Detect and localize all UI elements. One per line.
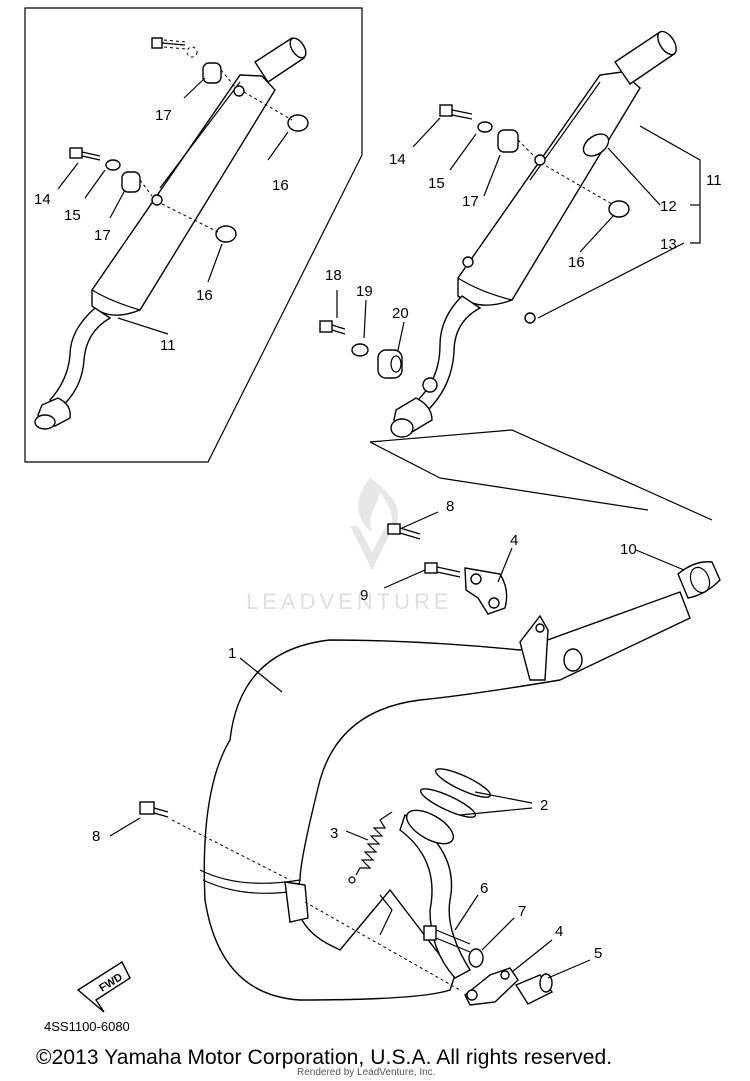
fwd-arrow: FWD — [76, 960, 131, 1013]
callout-15: 15 — [428, 175, 445, 192]
watermark-text: LEADVENTURE — [246, 589, 453, 614]
callout-1: 1 — [228, 645, 236, 662]
lower-hardware — [139, 801, 554, 1006]
callout-4: 4 — [555, 923, 563, 940]
rendered-by: Rendered by LeadVenture, Inc. — [297, 1067, 436, 1078]
callout-8: 8 — [446, 498, 454, 515]
callout-2: 2 — [540, 797, 548, 814]
joint-spring — [677, 561, 721, 599]
muffler-fasteners — [439, 104, 630, 324]
inset-frame — [24, 7, 363, 463]
callout-6: 6 — [480, 880, 488, 897]
copyright-notice: ©2013 Yamaha Motor Corporation, U.S.A. A… — [36, 1046, 613, 1069]
gaskets — [419, 768, 492, 818]
callout-18: 18 — [325, 267, 342, 284]
inset-bolt-top — [151, 37, 237, 89]
callout-17: 17 — [462, 193, 479, 210]
callout-10: 10 — [620, 541, 637, 558]
callout-4: 4 — [510, 532, 518, 549]
callout-16: 16 — [568, 254, 585, 271]
callout-9: 9 — [360, 587, 368, 604]
muffler — [390, 30, 677, 438]
callout-8: 8 — [92, 828, 100, 845]
callouts: 17 16 14 15 17 16 11 14 15 17 16 11 12 1… — [34, 107, 722, 962]
callout-19: 19 — [356, 283, 373, 300]
callout-7: 7 — [518, 903, 526, 920]
bracket-mount — [319, 320, 403, 379]
diagram-code: 4SS1100-6080 — [44, 1019, 130, 1034]
spring — [348, 811, 393, 884]
callout-20: 20 — [392, 305, 409, 322]
callout-17: 17 — [155, 107, 172, 124]
callout-14: 14 — [34, 191, 51, 208]
connector-lines — [369, 429, 713, 521]
inset-grommets — [161, 91, 309, 243]
callout-15: 15 — [64, 207, 81, 224]
callout-16: 16 — [196, 287, 213, 304]
callout-11: 11 — [160, 337, 176, 354]
callout-17: 17 — [94, 227, 111, 244]
leader-lines — [57, 77, 701, 979]
stay-bracket — [387, 523, 508, 615]
callout-11: 11 — [706, 172, 722, 189]
callout-3: 3 — [330, 825, 338, 842]
callout-13: 13 — [660, 236, 677, 253]
inset-muffler — [34, 37, 307, 430]
callout-16: 16 — [272, 177, 289, 194]
callout-14: 14 — [389, 151, 406, 168]
callout-12: 12 — [660, 198, 677, 215]
inset-bolt-mid — [69, 147, 153, 197]
callout-5: 5 — [594, 945, 602, 962]
watermark: LEADVENTURE — [246, 478, 453, 614]
